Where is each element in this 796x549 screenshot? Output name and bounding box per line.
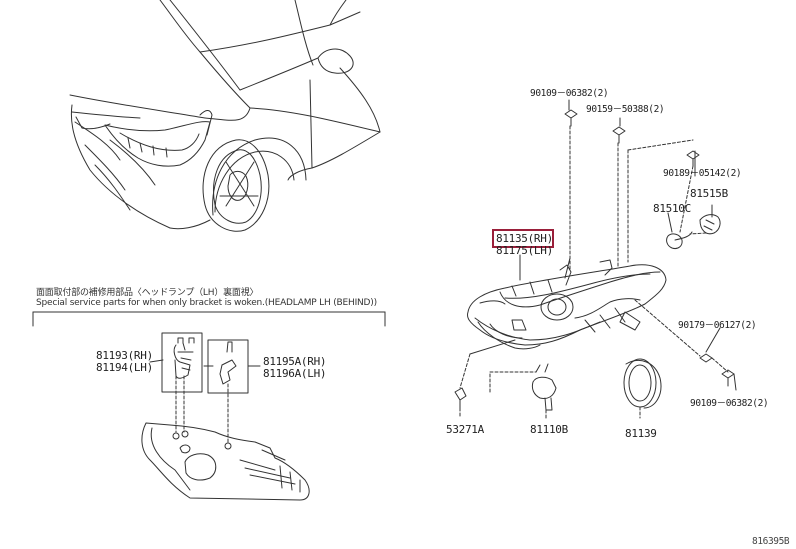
- label-81135-rh[interactable]: 81135(RH): [496, 232, 553, 245]
- label-90189-05142[interactable]: 90189－05142(2): [663, 168, 742, 179]
- highlight-box: [492, 229, 554, 248]
- label-90179-06127[interactable]: 90179－06127(2): [678, 320, 757, 331]
- label-90159-50388[interactable]: 90159－50388(2): [586, 104, 665, 115]
- solid-leaders: [469, 99, 737, 391]
- label-81196a-lh[interactable]: 81196A(LH): [263, 367, 327, 380]
- label-81510c[interactable]: 81510C: [653, 202, 691, 215]
- label-81139[interactable]: 81139: [625, 427, 657, 440]
- vehicle-front-illustration: [69, 0, 381, 232]
- label-81110b[interactable]: 81110B: [530, 423, 568, 436]
- leader-lines: [459, 125, 729, 421]
- label-81194-lh[interactable]: 81194(LH): [96, 361, 153, 374]
- reference-code: 816395B: [752, 536, 790, 547]
- label-90109-06382-bottom[interactable]: 90109－06382(2): [690, 398, 769, 409]
- special-parts-frame: [32, 311, 386, 501]
- label-81195a-rh[interactable]: 81195A(RH): [263, 355, 327, 368]
- label-53271a[interactable]: 53271A: [446, 423, 484, 436]
- label-90109-06382-top[interactable]: 90109－06382(2): [530, 88, 609, 99]
- headlamp-assembly: [467, 257, 667, 350]
- label-81515b[interactable]: 81515B: [690, 187, 728, 200]
- label-81193-rh[interactable]: 81193(RH): [96, 349, 153, 362]
- note-english: Special service parts for when only brac…: [36, 298, 377, 308]
- note-japanese: 面面取付部の補修用部品〈ヘッドランプ（LH）裏面視〉: [36, 288, 259, 298]
- label-81175-lh[interactable]: 81175(LH): [496, 244, 553, 257]
- small-parts: [454, 109, 735, 411]
